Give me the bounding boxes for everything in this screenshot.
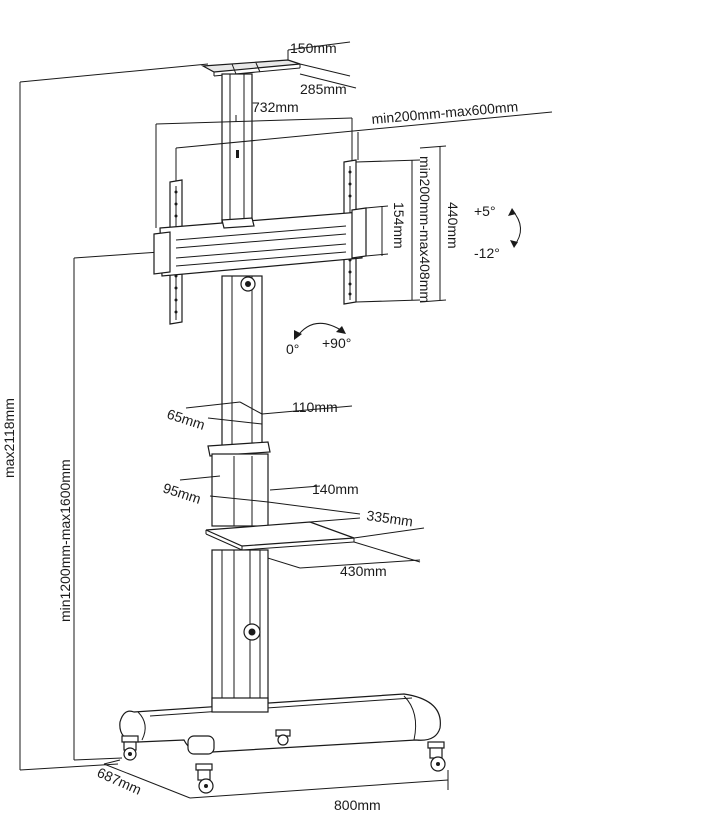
base-depth-label: 687mm bbox=[95, 764, 144, 798]
arm-height-label: 154mm bbox=[391, 202, 407, 249]
clamp-width-label: 140mm bbox=[312, 481, 359, 497]
clamp-dimensions bbox=[179, 475, 361, 515]
mount-height-label: min1200mm-max1600mm bbox=[57, 459, 73, 622]
equipment-shelf bbox=[205, 521, 355, 551]
clamp-depth-label: 95mm bbox=[161, 480, 203, 507]
bracket-height-label: 440mm bbox=[445, 202, 461, 249]
rotation-arrow-icon bbox=[294, 322, 346, 340]
tilt-up-label: +5° bbox=[474, 203, 496, 219]
upper-column bbox=[221, 73, 253, 225]
top-plate-dimensions bbox=[287, 41, 357, 89]
hole-spacing-vertical-dimension bbox=[355, 159, 421, 303]
base-dimensions bbox=[103, 759, 449, 799]
top-plate-depth-label: 285mm bbox=[300, 81, 347, 97]
holder-width-label: 110mm bbox=[292, 399, 338, 415]
hole-spacing-horizontal-dimension bbox=[175, 111, 553, 182]
holder-dimensions bbox=[185, 401, 353, 425]
tilt-down-label: -12° bbox=[474, 245, 500, 261]
bracket-height-dimension bbox=[419, 145, 447, 303]
column-clamp bbox=[207, 441, 271, 527]
arm-height-dimension bbox=[365, 205, 389, 257]
caster-wheel-back-right bbox=[275, 729, 291, 746]
shelf-width-label: 430mm bbox=[340, 563, 387, 579]
shelf-depth-label: 335mm bbox=[366, 507, 414, 529]
hole-spacing-vertical-label: min200mm-max408mm bbox=[417, 156, 433, 303]
top-plate-width-label: 150mm bbox=[290, 40, 337, 56]
holder-depth-label: 65mm bbox=[165, 406, 207, 433]
rotation-min-label: 0° bbox=[286, 341, 299, 357]
total-height-label: max2118mm bbox=[1, 398, 17, 478]
lower-column bbox=[211, 549, 269, 709]
caster-wheel-front-right bbox=[427, 741, 446, 772]
horizontal-mounting-arm bbox=[153, 207, 367, 277]
base-width-label: 800mm bbox=[334, 797, 381, 813]
caster-wheel-back-left bbox=[121, 735, 139, 761]
mount-height-dimension bbox=[73, 251, 161, 761]
tilt-arrow-icon bbox=[508, 208, 521, 248]
bracket-width-label: 732mm bbox=[252, 99, 299, 115]
middle-column bbox=[221, 275, 263, 451]
rotation-max-label: +90° bbox=[322, 335, 351, 351]
caster-wheel-front-left bbox=[195, 763, 214, 794]
total-height-dimension bbox=[19, 63, 209, 771]
mobile-base bbox=[119, 693, 441, 755]
bracket-width-dimension bbox=[155, 115, 353, 228]
